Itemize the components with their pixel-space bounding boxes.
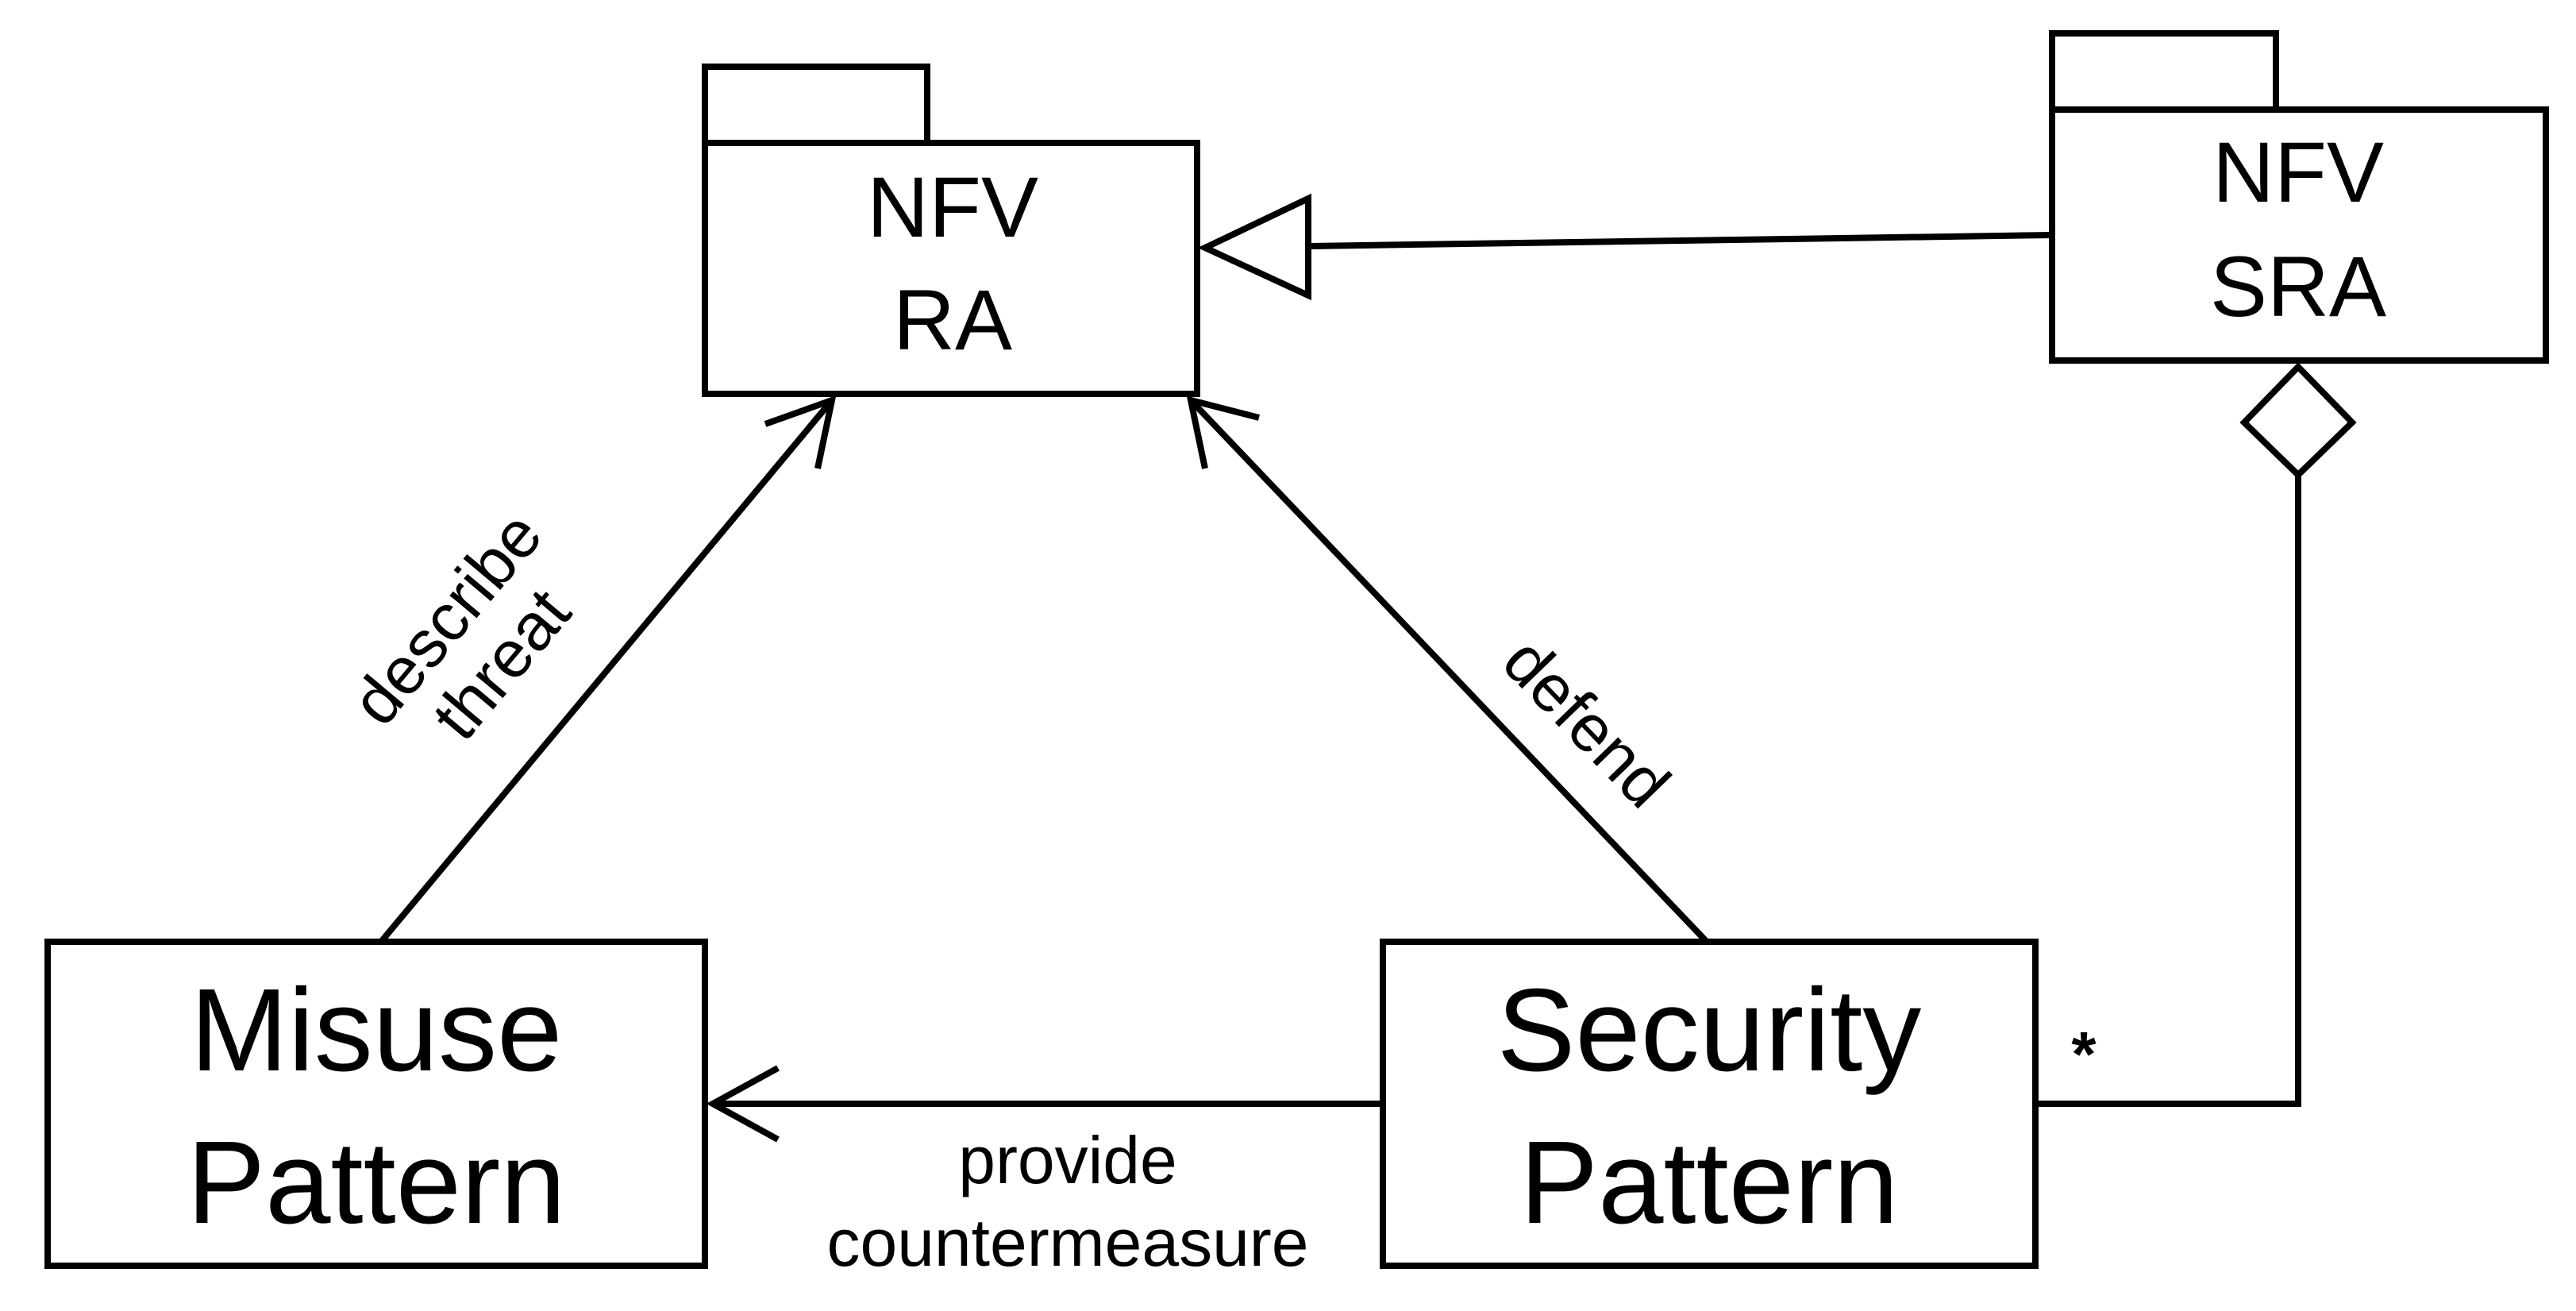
package-title-line2: RA xyxy=(893,272,1012,368)
package-title-line1: NFV xyxy=(867,159,1038,255)
class-box xyxy=(44,939,708,1269)
multiplicity-label: * xyxy=(2071,1019,2097,1089)
aggregation-sra-security-pattern: * xyxy=(2035,362,2357,1107)
aggregation-diamond xyxy=(2239,362,2357,480)
package-tab xyxy=(2049,30,2279,114)
open-arrowhead xyxy=(1186,395,1260,469)
association-defend: defend xyxy=(1186,395,1709,944)
association-label: defend xyxy=(1489,623,1685,822)
class-security-pattern[interactable]: Security Pattern xyxy=(1380,939,2039,1269)
open-arrowhead xyxy=(706,1065,780,1143)
association-provide-countermeasure: provide countermeasure xyxy=(706,1065,1383,1280)
generalization-arrowhead xyxy=(1197,193,1311,301)
association-label-line2: countermeasure xyxy=(827,1205,1309,1280)
package-tab xyxy=(702,64,930,148)
class-title-line1: Security xyxy=(1497,965,1922,1096)
class-box xyxy=(1380,939,2039,1269)
class-title-line2: Pattern xyxy=(187,1117,565,1248)
package-nfv-sra[interactable]: NFV SRA xyxy=(2049,30,2549,364)
association-describe-threat: describe threat xyxy=(337,395,837,944)
package-body xyxy=(2049,106,2549,364)
package-title-line1: NFV xyxy=(2212,124,2384,220)
association-label-line1: provide xyxy=(958,1123,1177,1197)
class-title-line1: Misuse xyxy=(191,965,563,1096)
open-arrowhead xyxy=(764,395,837,469)
association-line xyxy=(1188,398,1709,944)
class-title-line2: Pattern xyxy=(1519,1117,1898,1248)
class-misuse-pattern[interactable]: Misuse Pattern xyxy=(44,939,708,1269)
generalization-line xyxy=(1307,232,2053,249)
package-nfv-ra[interactable]: NFV RA xyxy=(702,64,1200,397)
package-body xyxy=(702,140,1200,397)
aggregation-line xyxy=(2035,475,2301,1107)
association-line xyxy=(378,398,835,944)
package-title-line2: SRA xyxy=(2210,238,2386,334)
generalization-sra-to-ra xyxy=(1197,193,2053,301)
